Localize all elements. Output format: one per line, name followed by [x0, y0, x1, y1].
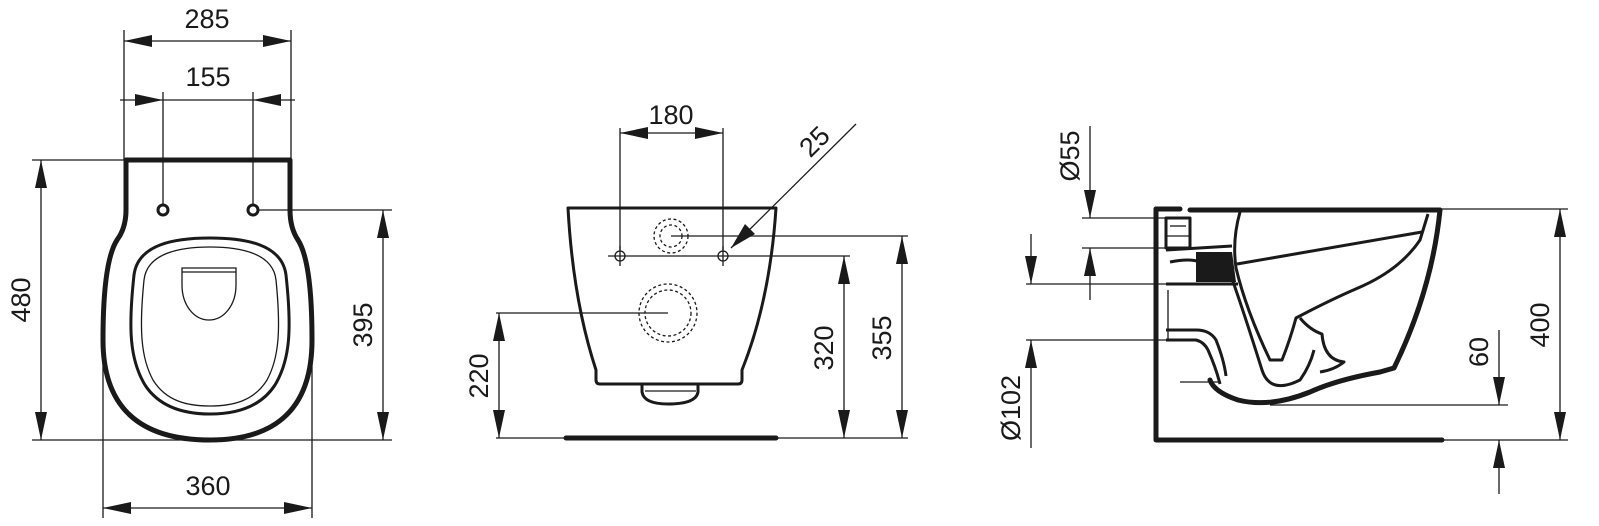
side-view-outlet: [1166, 328, 1228, 377]
dim-220: 220: [464, 353, 494, 398]
dim-480: 480: [6, 277, 36, 322]
front-view-foot: [640, 384, 700, 406]
dim-diameter-102: Ø102: [996, 375, 1026, 441]
front-view: 180 25 220 320 355: [464, 100, 908, 441]
dim-360: 360: [185, 471, 230, 501]
dim-25: 25: [793, 120, 835, 162]
side-view-bowl-inner: [1233, 211, 1430, 362]
dim-320: 320: [809, 325, 839, 370]
dim-diameter-55: Ø55: [1055, 130, 1085, 181]
side-view-trap: [1169, 258, 1316, 388]
top-view-seat-outer: [129, 236, 291, 416]
top-view-hole-right: [246, 203, 260, 217]
dim-400: 400: [1525, 302, 1555, 347]
dim-155: 155: [185, 62, 230, 92]
top-view-flush-outlet: [181, 267, 237, 321]
top-view: 285 155 480 395 360: [6, 4, 392, 518]
side-view-inlet: [1164, 216, 1192, 250]
dim-285: 285: [184, 4, 229, 34]
dim-395: 395: [348, 302, 378, 347]
side-view: Ø55 Ø102 60 400: [996, 126, 1568, 494]
dim-60: 60: [1464, 337, 1494, 367]
top-view-seat-inner: [140, 246, 280, 407]
dim-355: 355: [867, 315, 897, 360]
top-view-hole-left: [156, 203, 170, 217]
side-view-bowl-outline: [1187, 207, 1443, 406]
top-view-bowl-outline: [100, 157, 315, 443]
dim-180: 180: [648, 100, 693, 130]
